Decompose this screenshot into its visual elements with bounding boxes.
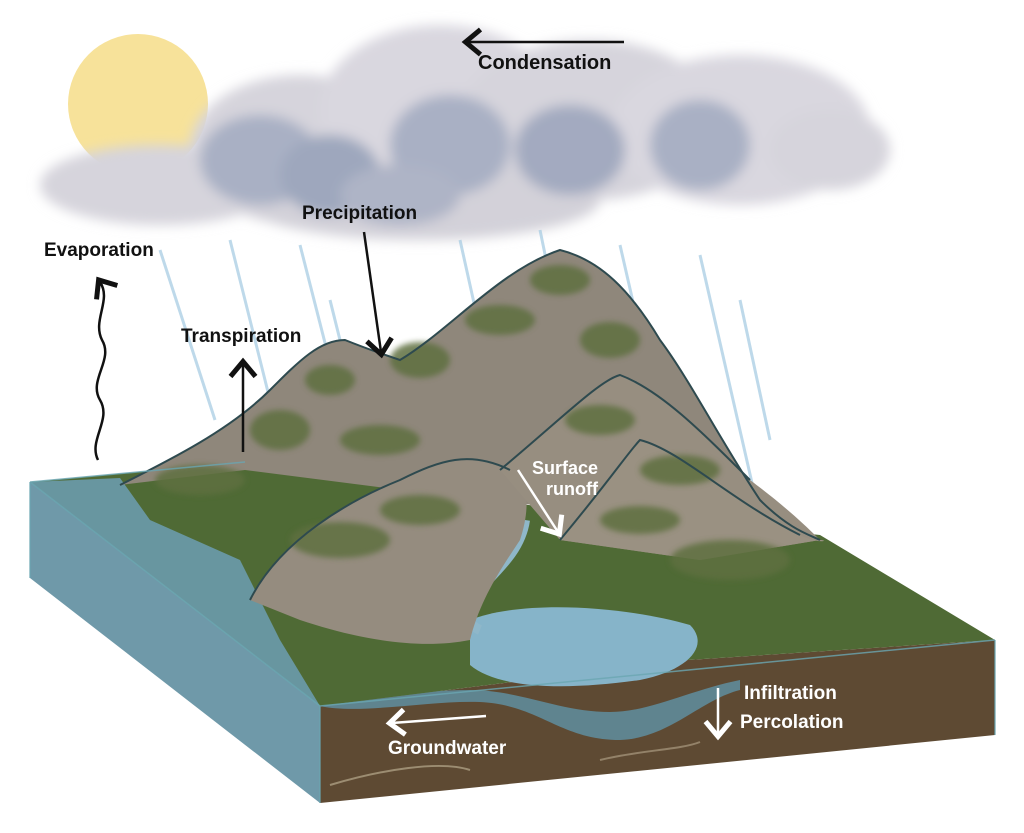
infiltration-label: Infiltration bbox=[744, 683, 837, 704]
lake bbox=[470, 607, 698, 687]
groundwater-arrow bbox=[385, 707, 487, 737]
sea bbox=[30, 478, 320, 706]
surface-runoff-line1: Surface bbox=[531, 458, 598, 478]
percolation-label: Percolation bbox=[740, 712, 844, 733]
precipitation-arrow bbox=[362, 231, 394, 359]
surface-runoff-line2: runoff bbox=[546, 479, 598, 499]
groundwater-label: Groundwater bbox=[388, 738, 507, 759]
evaporation-label: Evaporation bbox=[44, 240, 154, 261]
transpiration-label: Transpiration bbox=[181, 326, 302, 347]
surface-runoff-arrow bbox=[516, 469, 565, 538]
surface-runoff-label: Surface runoff bbox=[512, 458, 598, 500]
water-left-face bbox=[30, 482, 320, 803]
evaporation-arrow bbox=[94, 276, 119, 461]
precipitation-label: Precipitation bbox=[302, 203, 418, 224]
mountains bbox=[119, 248, 824, 644]
sun bbox=[68, 34, 208, 174]
block-outline bbox=[29, 461, 996, 803]
condensation-label: Condensation bbox=[478, 52, 612, 74]
cloud-bank bbox=[40, 25, 890, 240]
